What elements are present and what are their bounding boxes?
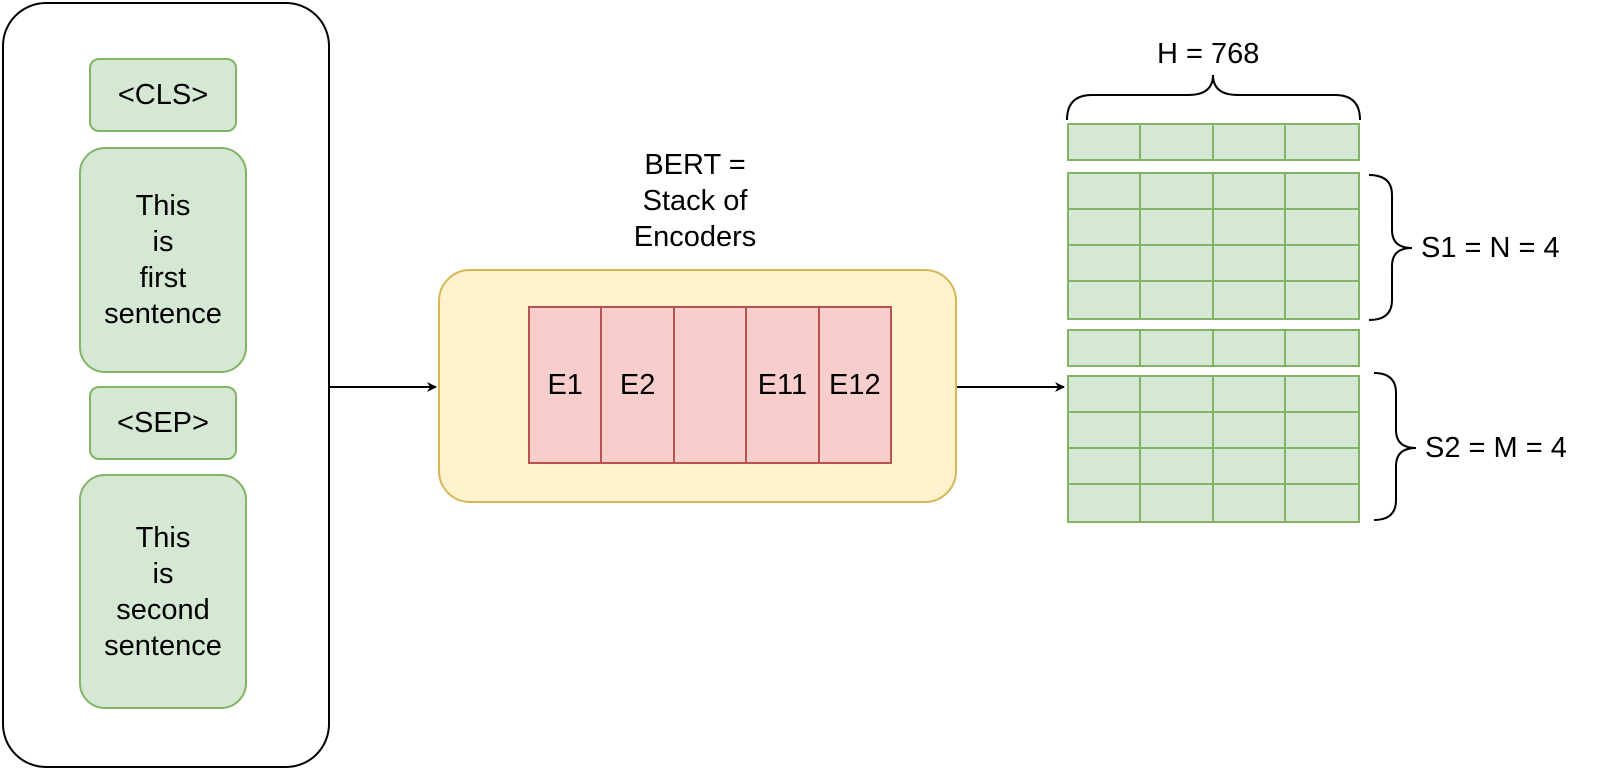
s2-label: S2 = M = 4: [1425, 432, 1567, 464]
cls-token-label: <CLS>: [117, 79, 209, 111]
encoder-label: E1: [547, 368, 583, 401]
sentence-2-embeddings: [1067, 375, 1360, 523]
hidden-size-brace: [1066, 74, 1361, 121]
cls-token: <CLS>: [89, 58, 237, 132]
encoder-e12: E12: [820, 308, 890, 462]
encoder-e1: E1: [530, 308, 603, 462]
sentence-1-text: This is first sentence: [104, 190, 222, 330]
embedding-cell: [1141, 125, 1214, 159]
embedding-cell: [1213, 377, 1286, 413]
sep-embedding-row: [1067, 329, 1360, 367]
embedding-cell: [1213, 449, 1286, 485]
embedding-cell: [1069, 246, 1142, 282]
embedding-cell: [1141, 331, 1214, 365]
embedding-cell: [1141, 174, 1214, 210]
embedding-cell: [1213, 174, 1286, 210]
embedding-cell: [1214, 282, 1286, 318]
embedding-cell: [1213, 210, 1286, 246]
embedding-cell: [1069, 174, 1142, 210]
sentence-1-embeddings: [1067, 172, 1360, 320]
encoder-stack: E1 E2 E11 E12: [528, 306, 892, 464]
embedding-cell: [1141, 246, 1214, 282]
sentence-2-box: This is second sentence: [79, 474, 247, 709]
embedding-cell: [1285, 246, 1358, 282]
embedding-cell: [1069, 413, 1142, 449]
encoder-label: E12: [829, 368, 881, 401]
embedding-cell: [1214, 485, 1286, 521]
embedding-cell: [1141, 485, 1214, 521]
sep-token-label: <SEP>: [117, 407, 209, 439]
embedding-cell: [1141, 413, 1214, 449]
s1-brace: [1368, 174, 1413, 321]
hidden-size-label: H = 768: [1157, 38, 1260, 70]
encoder-label: E11: [757, 368, 808, 401]
cls-embedding-row: [1067, 123, 1360, 161]
embedding-cell: [1069, 449, 1142, 485]
embedding-cell: [1285, 413, 1358, 449]
sentence-1-box: This is first sentence: [79, 147, 247, 373]
embedding-cell: [1285, 449, 1358, 485]
embedding-cell: [1141, 282, 1214, 318]
embedding-cell: [1069, 331, 1142, 365]
bert-title: BERT = Stack of Encoders: [633, 149, 757, 253]
embedding-cell: [1285, 174, 1358, 210]
embedding-cell: [1141, 377, 1214, 413]
embedding-cell: [1141, 210, 1214, 246]
encoder-e2: E2: [602, 308, 675, 462]
s1-label: S1 = N = 4: [1421, 232, 1560, 264]
sentence-2-text: This is second sentence: [104, 521, 222, 662]
embedding-cell: [1069, 485, 1142, 521]
embedding-cell: [1069, 125, 1142, 159]
embedding-cell: [1069, 377, 1142, 413]
embedding-cell: [1069, 282, 1142, 318]
embedding-cell: [1214, 125, 1286, 159]
encoder-e11: E11: [747, 308, 820, 462]
embedding-cell: [1214, 331, 1286, 365]
embedding-cell: [1285, 377, 1358, 413]
embedding-cell: [1285, 210, 1358, 246]
s2-brace: [1373, 372, 1417, 521]
embedding-cell: [1213, 246, 1286, 282]
embedding-cell: [1069, 210, 1142, 246]
encoder-ellipsis: [675, 308, 748, 462]
encoder-label: E2: [619, 368, 656, 401]
embedding-cell: [1141, 449, 1214, 485]
embedding-cell: [1213, 413, 1286, 449]
sep-token: <SEP>: [89, 386, 237, 460]
